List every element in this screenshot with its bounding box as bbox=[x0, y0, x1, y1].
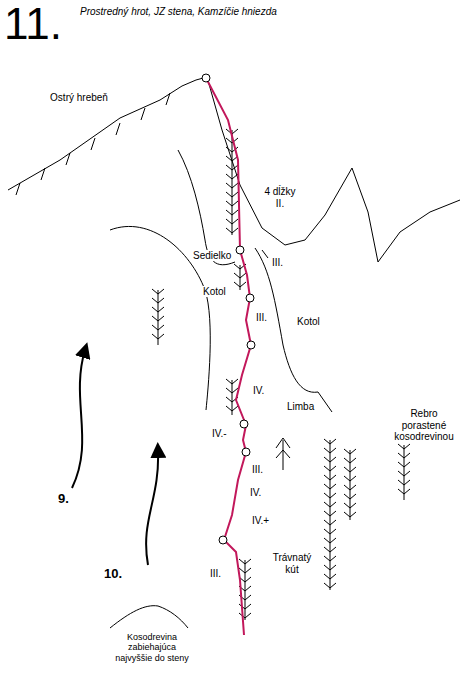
limba-tree bbox=[276, 438, 290, 470]
belay bbox=[242, 448, 250, 456]
ridge-tick bbox=[116, 123, 120, 135]
topo-label: IV. bbox=[253, 385, 264, 397]
topo-label: IV.- bbox=[212, 428, 227, 440]
route-number: 9. bbox=[58, 492, 69, 507]
buttress-left bbox=[178, 150, 235, 265]
belay bbox=[246, 294, 254, 302]
topo-label: III. bbox=[252, 464, 263, 476]
vegetation bbox=[152, 289, 164, 345]
topo-label: Sedielko bbox=[193, 250, 231, 262]
topo-number: 11. bbox=[4, 2, 62, 46]
belay bbox=[240, 420, 248, 428]
vegetation bbox=[226, 129, 238, 235]
vegetation bbox=[344, 449, 356, 520]
topo-label: IV. bbox=[250, 487, 261, 499]
route-line bbox=[206, 78, 251, 635]
ridge bbox=[8, 77, 207, 190]
ridge-ticks bbox=[16, 93, 170, 195]
belay bbox=[219, 536, 227, 544]
belay-stations bbox=[202, 74, 255, 544]
topo-label: III. bbox=[210, 568, 221, 580]
topo-label: III. bbox=[256, 312, 267, 324]
topo-label: Trávnatý kút bbox=[270, 552, 314, 575]
route-number: 10. bbox=[104, 567, 122, 582]
ridge-tick bbox=[166, 93, 170, 105]
belay bbox=[202, 74, 210, 82]
topo-label: Kotol bbox=[297, 316, 320, 328]
topo-label: Limba bbox=[287, 401, 314, 413]
topo-label: Kosodrevina zabiehajúca najvyššie do ste… bbox=[112, 632, 192, 663]
route-9-arrow bbox=[72, 350, 85, 488]
route-10-arrow bbox=[146, 450, 158, 565]
topo-label: 4 dĺžky II. bbox=[262, 186, 298, 209]
ridge-right bbox=[207, 77, 460, 262]
vegetation bbox=[398, 444, 410, 500]
vegetation-symbols bbox=[152, 129, 410, 620]
kosodrevina-mound bbox=[110, 606, 188, 628]
topo-label: IV.+ bbox=[252, 515, 269, 527]
ridge-tick bbox=[66, 153, 70, 165]
ridge-tick bbox=[91, 138, 95, 150]
rock-outlines bbox=[8, 77, 460, 628]
ridge-tick bbox=[141, 108, 145, 120]
belay bbox=[247, 341, 255, 349]
vegetation bbox=[324, 439, 336, 590]
kotol-right bbox=[255, 248, 332, 412]
ridge-tick bbox=[41, 168, 45, 180]
topo-label: Ostrý hrebeň bbox=[50, 92, 108, 104]
pine bbox=[276, 438, 290, 470]
topo-title: Prostredný hrot, JZ stena, Kamzíčie hnie… bbox=[80, 6, 277, 18]
topo-label: III. bbox=[272, 257, 283, 269]
belay bbox=[236, 246, 244, 254]
ridge-tick bbox=[16, 183, 20, 195]
topo-label: Rebro porastené kosodrevinou bbox=[388, 408, 460, 443]
topo-label: Kotol bbox=[203, 286, 226, 298]
col bbox=[262, 250, 268, 258]
